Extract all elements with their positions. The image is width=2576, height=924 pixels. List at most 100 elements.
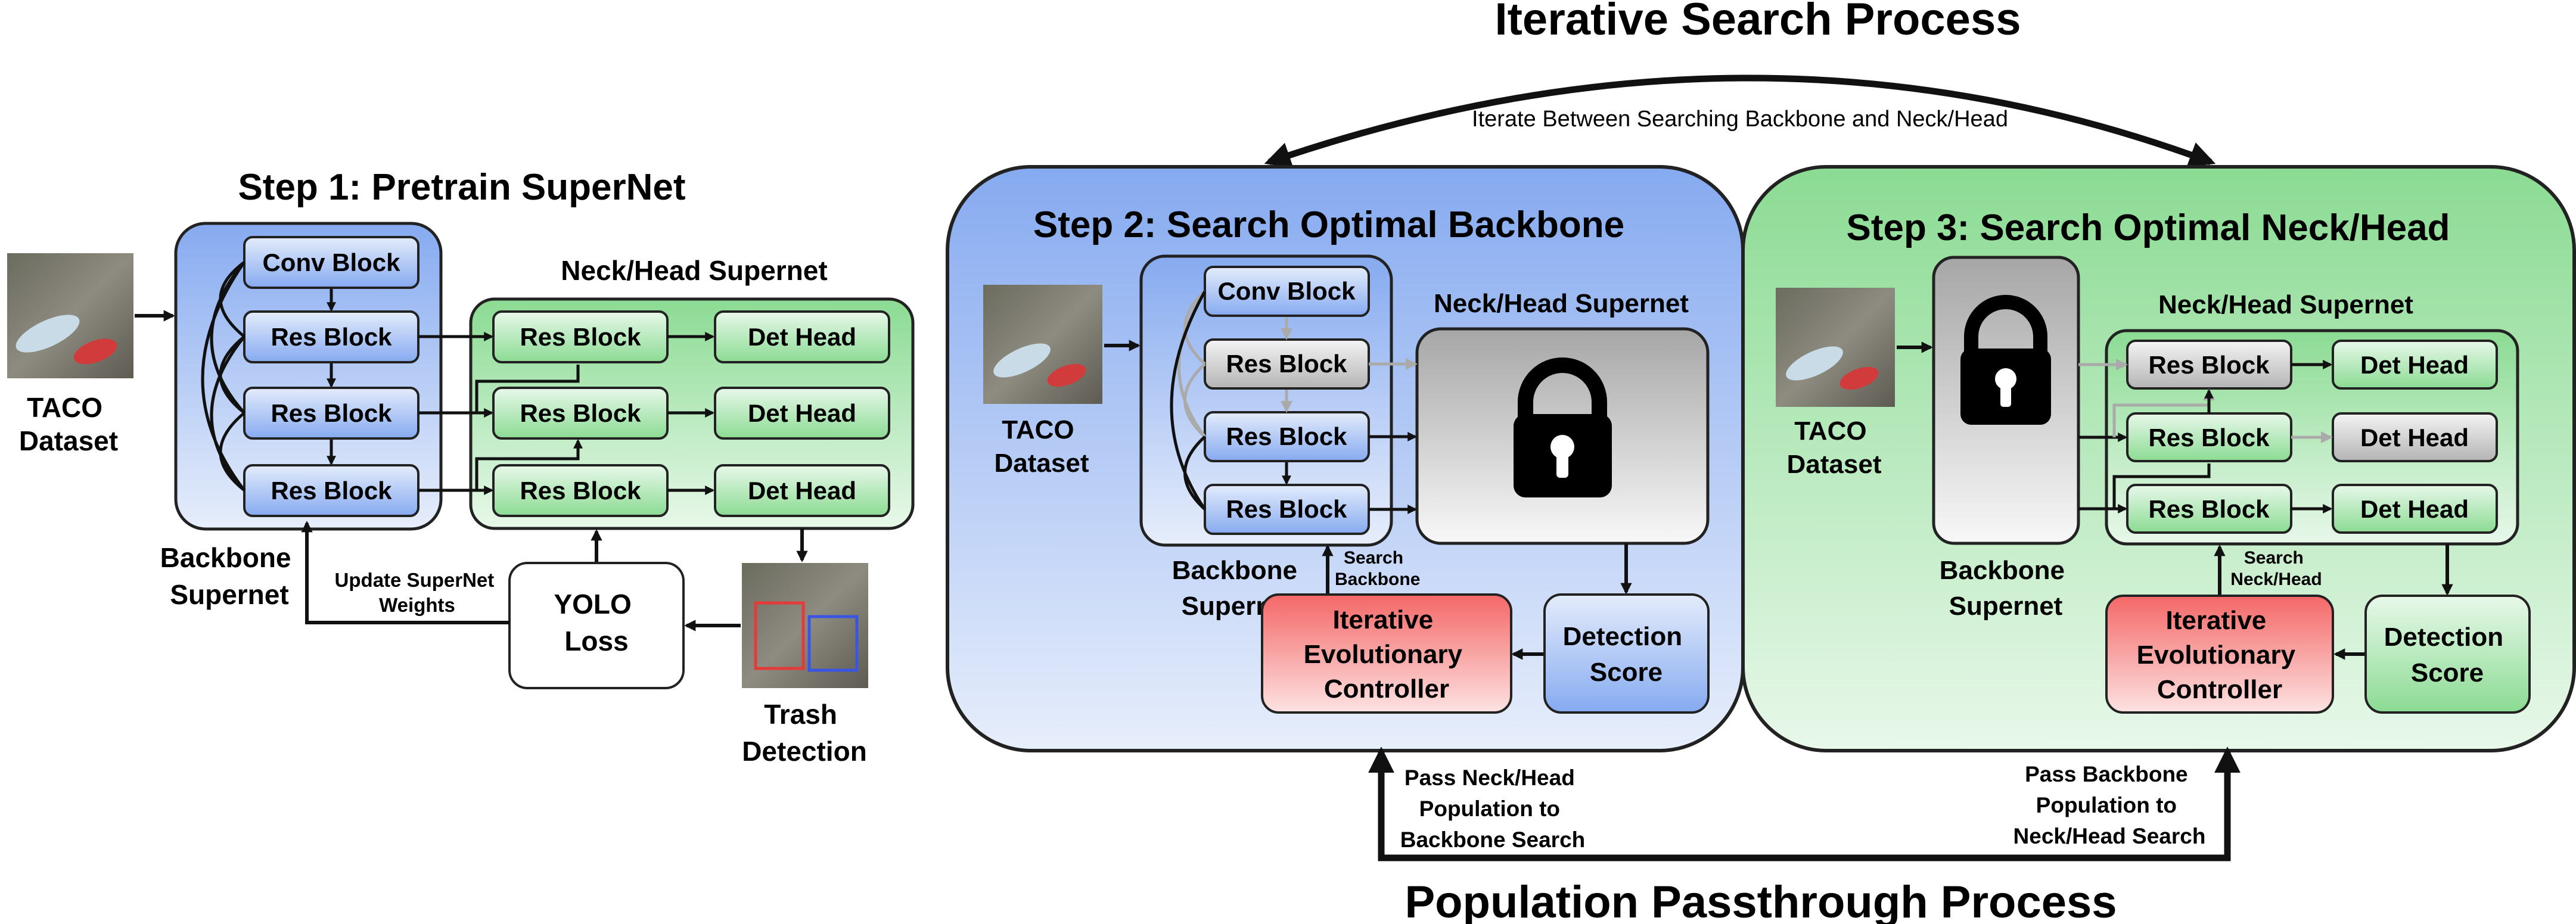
step1-loss-line1: YOLO (554, 589, 631, 620)
step3-neck-title: Neck/Head Supernet (2158, 290, 2413, 319)
step3-neck-up-dark (2112, 391, 2209, 509)
step1-det-head-2 (714, 387, 890, 440)
step2-dataset-label: TACO Dataset (995, 415, 1089, 478)
step2-can-shape (1047, 363, 1086, 387)
iterate-arrow (1264, 74, 2216, 168)
step1-can-shape (73, 338, 117, 365)
step1-title: Step 1: Pretrain SuperNet (238, 167, 685, 208)
step1-neck-res-label-3: Res Block (520, 477, 641, 505)
step2-neck-title: Neck/Head Supernet (1434, 289, 1689, 318)
step1-bottle-shape (15, 315, 80, 353)
step1-det-head-3 (714, 464, 890, 517)
step3-search-line2: Neck/Head (2230, 570, 2322, 589)
step3-controller-line1: Iterative (2166, 606, 2267, 635)
step1-update-line1: Update SuperNet (335, 569, 495, 591)
pass-right-line1: Pass Backbone (2025, 762, 2188, 786)
step2-controller-line3: Controller (1324, 674, 1449, 704)
step2-score-line2: Score (1590, 658, 1663, 687)
step2-backbone-line1: Backbone (1172, 556, 1297, 585)
step1-update-arrow (301, 521, 509, 624)
step3-score-text: Detection Score (2384, 623, 2511, 687)
step1-backbone-line2: Supernet (170, 579, 288, 610)
step3-search-label: Search Neck/Head (2230, 548, 2322, 589)
step2-res-label-3: Res Block (1226, 495, 1347, 523)
step1-detection-line2: Detection (742, 736, 867, 767)
step1-conv-label: Conv Block (262, 248, 400, 276)
step3-det-head-label-2: Det Head (2360, 424, 2469, 452)
step1-update-label: Update SuperNet Weights (335, 569, 500, 616)
iterative-title: Iterative Search Process (1495, 0, 2021, 45)
step3-controller (2105, 595, 2334, 714)
step1-det-head-label-2: Det Head (748, 399, 856, 427)
step1-loss-text: YOLO Loss (554, 589, 639, 657)
step3-score-line1: Detection (2384, 623, 2503, 652)
pass-left-label: Pass Neck/Head Population to Backbone Se… (1400, 766, 1586, 852)
step2-score (1543, 593, 1710, 714)
pass-left-line3: Backbone Search (1400, 827, 1586, 852)
step1-neck-title: Neck/Head Supernet (561, 255, 827, 286)
step3-controller-line3: Controller (2157, 675, 2282, 704)
step2-score-text: Detection Score (1563, 622, 1690, 687)
step2-dataset-line2: Dataset (995, 449, 1089, 478)
step3-backbone-line2: Supernet (1949, 592, 2063, 621)
step3-bottle-shape (1786, 346, 1843, 381)
step1-res-label-3: Res Block (271, 477, 392, 505)
step3-controller-line2: Evolutionary (2137, 640, 2296, 670)
step1-res-label-1: Res Block (271, 323, 392, 351)
step2-dataset-line1: TACO (1002, 415, 1074, 444)
step3-controller-text: Iterative Evolutionary Controller (2137, 606, 2303, 704)
step2-search-label: Search Backbone (1335, 548, 1420, 589)
step1-det-head-label-3: Det Head (748, 477, 856, 505)
pass-left-line2: Population to (1419, 797, 1560, 821)
step3-backbone-label: Backbone Supernet (1940, 556, 2072, 621)
step2-bottle-shape (993, 343, 1051, 378)
step1-detect-box-1 (754, 601, 805, 670)
step2-skip-arcs-dark (1170, 290, 1207, 511)
step3-title: Step 3: Search Optimal Neck/Head (1846, 207, 2450, 248)
step2-search-line2: Backbone (1335, 570, 1420, 589)
step1-loss-line2: Loss (564, 626, 628, 657)
step1-detection-label: Trash Detection (742, 699, 867, 767)
step1-det-head-1 (714, 310, 890, 363)
step1-neck-res-label-1: Res Block (520, 323, 641, 351)
step2-search-line1: Search (1344, 548, 1403, 568)
step1-update-line2: Weights (379, 594, 455, 616)
step1-detect-box-2 (807, 615, 859, 672)
step1-skip-arcs (201, 261, 246, 491)
pass-right-label: Pass Backbone Population to Neck/Head Se… (2013, 762, 2206, 848)
step1-res-label-2: Res Block (271, 399, 392, 427)
step3-neck-res-label-3: Res Block (2148, 495, 2270, 523)
step1-dataset-label: TACO Dataset (19, 392, 118, 456)
pass-right-line3: Neck/Head Search (2013, 824, 2206, 848)
lock-icon (1514, 357, 1612, 497)
step3-neck-res-label-2: Res Block (2148, 424, 2270, 452)
passthrough-arrow (1368, 746, 2241, 861)
step1-backbone-label: Backbone Supernet (160, 542, 299, 610)
step1-det-head-label-1: Det Head (748, 323, 856, 351)
step3-can-shape (1839, 366, 1879, 390)
step2-res-label-1: Res Block (1226, 350, 1347, 378)
iterate-note: Iterate Between Searching Backbone and N… (1472, 107, 2008, 132)
step2-backbone-container (1139, 254, 1393, 547)
pass-left-line1: Pass Neck/Head (1404, 766, 1575, 790)
step3-search-line1: Search (2244, 548, 2304, 568)
passthrough-title: Population Passthrough Process (1404, 877, 2117, 924)
step2-score-line1: Detection (1563, 622, 1682, 651)
step3-det-head-2 (2332, 412, 2498, 462)
step3-score (2364, 595, 2531, 714)
step3-det-head-1 (2332, 340, 2498, 390)
step2-controller-text: Iterative Evolutionary Controller (1304, 605, 1470, 704)
step2-controller-line2: Evolutionary (1304, 640, 1463, 669)
step1-neck-res-label-2: Res Block (520, 399, 641, 427)
step3-det-head-3 (2332, 484, 2498, 534)
step3-score-line2: Score (2411, 658, 2484, 687)
step2-controller (1261, 593, 1512, 714)
step1-neck-up-links (475, 365, 578, 490)
step3-dataset-line1: TACO (1794, 416, 1866, 446)
step1-yolo-loss (508, 562, 685, 689)
lock-icon (1960, 295, 2051, 425)
step1-dataset-line2: Dataset (19, 425, 118, 456)
step1-detection-line1: Trash (764, 699, 837, 730)
pass-right-line2: Population to (2036, 793, 2177, 817)
